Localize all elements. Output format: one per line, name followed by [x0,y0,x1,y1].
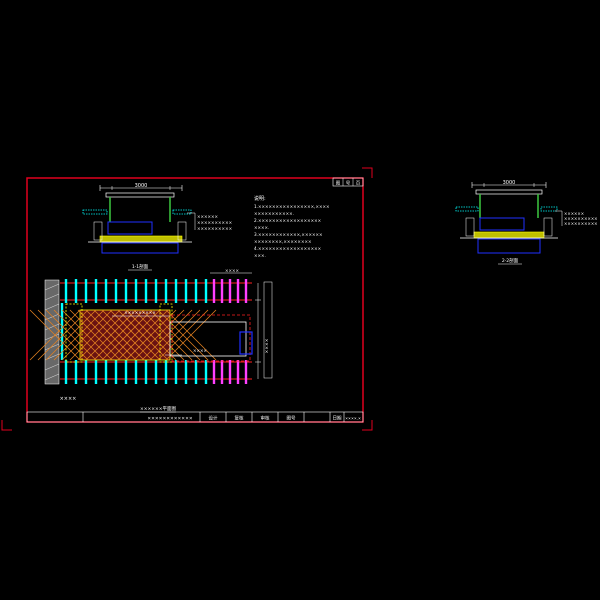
hatch-line [37,309,89,361]
section-2-note-3: ×××××××××× [564,221,598,226]
notes-line-4: ××××. [254,225,269,230]
stamp-table: 图 号 页 [332,177,364,187]
section-1-note-3: ×××××××××× [197,226,232,231]
section-2-caption: 2-2剖面 [502,257,519,264]
plan-view: ×××× ×××× ××××××××× ×××× ×××× ××××××平面图 [29,268,273,413]
section-2-dim-total: 3000 [503,180,516,186]
corner-marker-top-right [362,167,373,178]
title-block-cell-review: 审核 [261,415,270,422]
hatch-line [133,309,185,361]
section-2-note-1: ×××××× [564,211,584,216]
section-view-2: 3000 ×××××× ×××××××××× ×××××××××× 2-2剖面 [455,180,598,265]
plan-top-label: ×××× [225,268,239,273]
hatch-line [149,309,201,361]
notes-heading: 说明: [254,195,266,202]
plan-right-label: ×××× [264,338,270,353]
title-block-date-value: ××××.× [345,417,361,421]
section-1-dim-total: 3000 [135,183,148,189]
title-block-cell-design: 设计 [209,415,218,422]
notes-line-5: 3.××××××××××××,×××××× [254,232,322,237]
notes-line-2: ×××××××××××. [254,211,294,216]
section-2-note-2: ×××××××××× [564,216,598,221]
hatch-line [101,309,153,361]
plan-center-label: ××××××××× [124,310,156,315]
hatch-line [61,309,113,361]
notes-line-8: ×××. [254,253,266,258]
notes-line-7: 4.×××××××××××××××××× [254,246,321,251]
hatch-line [109,309,161,361]
stamp-cell-3: 页 [356,181,361,187]
title-block-cell-date: 日期 [333,416,342,422]
section-1-note-2: ×××××××××× [197,220,232,225]
corner-markers [1,167,373,431]
hatch-line [165,309,217,361]
section-view-1: 3000 ×××××× ×××××××××× ×××××××××× 1-1剖面 [82,183,232,271]
section-1-caption: 1-1剖面 [132,263,149,270]
hatch-line [29,309,81,361]
hatch-line [141,309,193,361]
title-block [26,411,364,423]
stamp-cell-2: 号 [346,181,351,187]
hatch-line [85,309,137,361]
title-block-title: ×××××××××××× [147,416,192,422]
plan-inner-label: ×××× [193,348,207,353]
hatch-line [53,309,105,361]
notes-line-3: 2.×××××××××××××××××× [254,218,321,223]
notes-line-1: 1.××××××××××××××××,×××× [254,204,330,209]
hatch-line [93,309,145,361]
hatch-line [45,309,97,361]
plan-left-label: ×××× [60,396,77,402]
hatch-line [69,309,121,361]
title-block-cell-number: 图号 [287,416,296,422]
stamp-cell-1: 图 [336,181,341,187]
title-block-cell-check: 复核 [235,415,244,422]
notes-block: 说明: 1.××××××××××××××××,×××× ×××××××××××.… [254,195,330,258]
plan-caption: ××××××平面图 [140,406,177,412]
notes-line-6: ××××××××,×××××××× [254,239,311,244]
hatch-line [157,309,209,361]
section-1-note-1: ×××××× [197,214,218,219]
corner-marker-bottom-right [362,420,373,431]
hatch-line [77,309,129,361]
hatch-line [125,309,177,361]
corner-marker-bottom-left [1,420,12,431]
